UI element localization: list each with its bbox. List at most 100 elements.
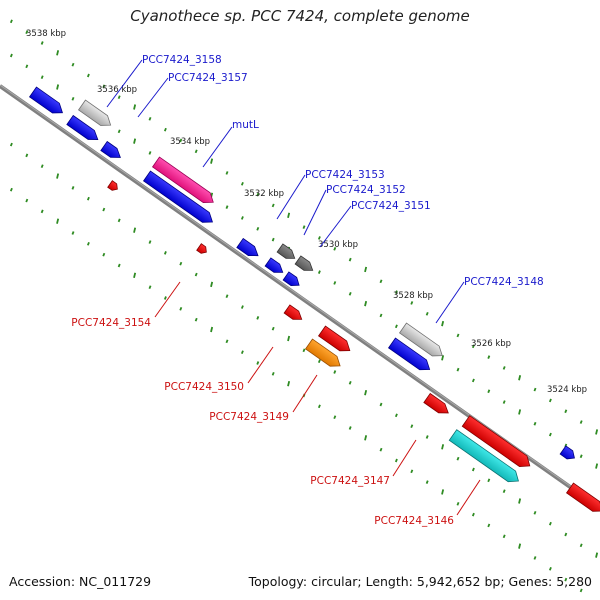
tick-mark [225, 171, 229, 175]
tick-mark [595, 552, 599, 558]
topology-text: Topology: circular; Length: 5,942,652 bp… [248, 574, 592, 589]
tick-mark [425, 435, 429, 439]
tick-mark [564, 532, 568, 537]
tick-mark [133, 272, 137, 279]
gene-label[interactable]: PCC7424_3151 [351, 200, 431, 212]
label-leaders [106, 59, 481, 516]
tick-mark [102, 252, 106, 257]
label-leader-line [435, 281, 465, 324]
tick-mark [548, 432, 552, 437]
tick-mark [225, 205, 229, 209]
gene-arrow [196, 243, 207, 254]
tick-mark [471, 512, 475, 517]
tick-mark [471, 467, 475, 472]
tick-mark [410, 424, 414, 429]
gene-label[interactable]: PCC7424_3153 [305, 169, 385, 181]
tick-mark [256, 226, 260, 231]
tick-mark [210, 158, 214, 164]
tick-mark [456, 501, 460, 506]
tick-mark [287, 335, 291, 342]
tick-mark [410, 469, 414, 474]
gene-arrow [151, 156, 214, 203]
tick-mark [394, 458, 398, 463]
tick-label: 3524 kbp [547, 385, 587, 395]
gene-arrow [461, 415, 531, 467]
gene-label[interactable]: PCC7424_3150 [164, 381, 244, 393]
gene-arrow [387, 337, 431, 371]
tick-mark [117, 263, 121, 268]
gene-label[interactable]: PCC7424_3147 [310, 475, 390, 487]
tick-label: 3534 kbp [170, 137, 210, 147]
tick-mark [548, 566, 552, 571]
tick-mark [163, 127, 167, 132]
map-title: Cyanothece sp. PCC 7424, complete genome [130, 7, 470, 25]
label-leader-line [292, 374, 318, 413]
tick-mark [502, 366, 506, 370]
tick-mark [25, 30, 29, 35]
tick-mark [518, 409, 522, 415]
tick-mark [302, 225, 306, 229]
tick-mark [348, 257, 352, 262]
tick-mark [271, 371, 275, 376]
tick-mark [302, 348, 306, 353]
tick-mark [394, 324, 398, 329]
tick-mark [102, 207, 106, 212]
label-leader-line [137, 77, 169, 118]
gene-arrow [107, 180, 118, 191]
tick-mark [179, 307, 183, 311]
tick-mark [364, 435, 368, 441]
tick-mark [71, 231, 75, 235]
tick-mark [56, 50, 60, 56]
label-leader-line [106, 59, 143, 108]
gene-label[interactable]: PCC7424_3149 [209, 411, 289, 423]
tick-mark [471, 344, 475, 349]
tick-mark [456, 333, 460, 338]
gene-arrow [317, 325, 351, 352]
tick-mark [502, 400, 506, 404]
tick-mark [56, 218, 60, 224]
tick-mark [133, 227, 137, 233]
tick-label: 3536 kbp [97, 85, 137, 95]
tick-mark [133, 138, 137, 144]
gene-arrow [565, 482, 600, 512]
label-leader-line [154, 281, 181, 318]
gene-label[interactable]: PCC7424_3158 [142, 54, 222, 66]
gene-arrow [423, 392, 449, 414]
tick-mark [579, 588, 583, 593]
tick-mark [163, 296, 167, 300]
gene-arrow [100, 140, 121, 158]
tick-mark [9, 187, 13, 192]
gene-arrow [142, 170, 213, 223]
tick-mark [394, 413, 398, 418]
tick-mark [487, 389, 491, 394]
tick-mark [271, 237, 275, 242]
gene-label[interactable]: PCC7424_3157 [168, 72, 248, 84]
tick-mark [317, 359, 321, 364]
tick-mark [86, 196, 90, 201]
gene-label[interactable]: PCC7424_3152 [326, 184, 406, 196]
tick-mark [579, 454, 583, 459]
gene-arrow [448, 429, 519, 483]
gene-label[interactable]: PCC7424_3154 [71, 317, 151, 329]
tick-mark [333, 246, 337, 251]
tick-mark [471, 378, 475, 383]
gene-label[interactable]: mutL [232, 119, 259, 131]
tick-mark [56, 173, 60, 179]
gene-arrow [28, 86, 63, 114]
tick-mark [441, 355, 445, 361]
tick-mark [194, 272, 198, 277]
tick-mark [25, 153, 29, 158]
tick-mark [148, 240, 152, 244]
gene-arrow [77, 99, 112, 126]
tick-mark [441, 489, 445, 495]
tick-mark [456, 456, 460, 461]
tick-mark [25, 64, 29, 69]
tick-mark [9, 142, 13, 147]
gene-label[interactable]: PCC7424_3148 [464, 276, 544, 288]
tick-mark [317, 404, 321, 409]
tick-mark [240, 216, 244, 220]
gene-label[interactable]: PCC7424_3146 [374, 515, 454, 527]
gene-arrow [283, 304, 303, 320]
tick-mark [595, 463, 599, 469]
